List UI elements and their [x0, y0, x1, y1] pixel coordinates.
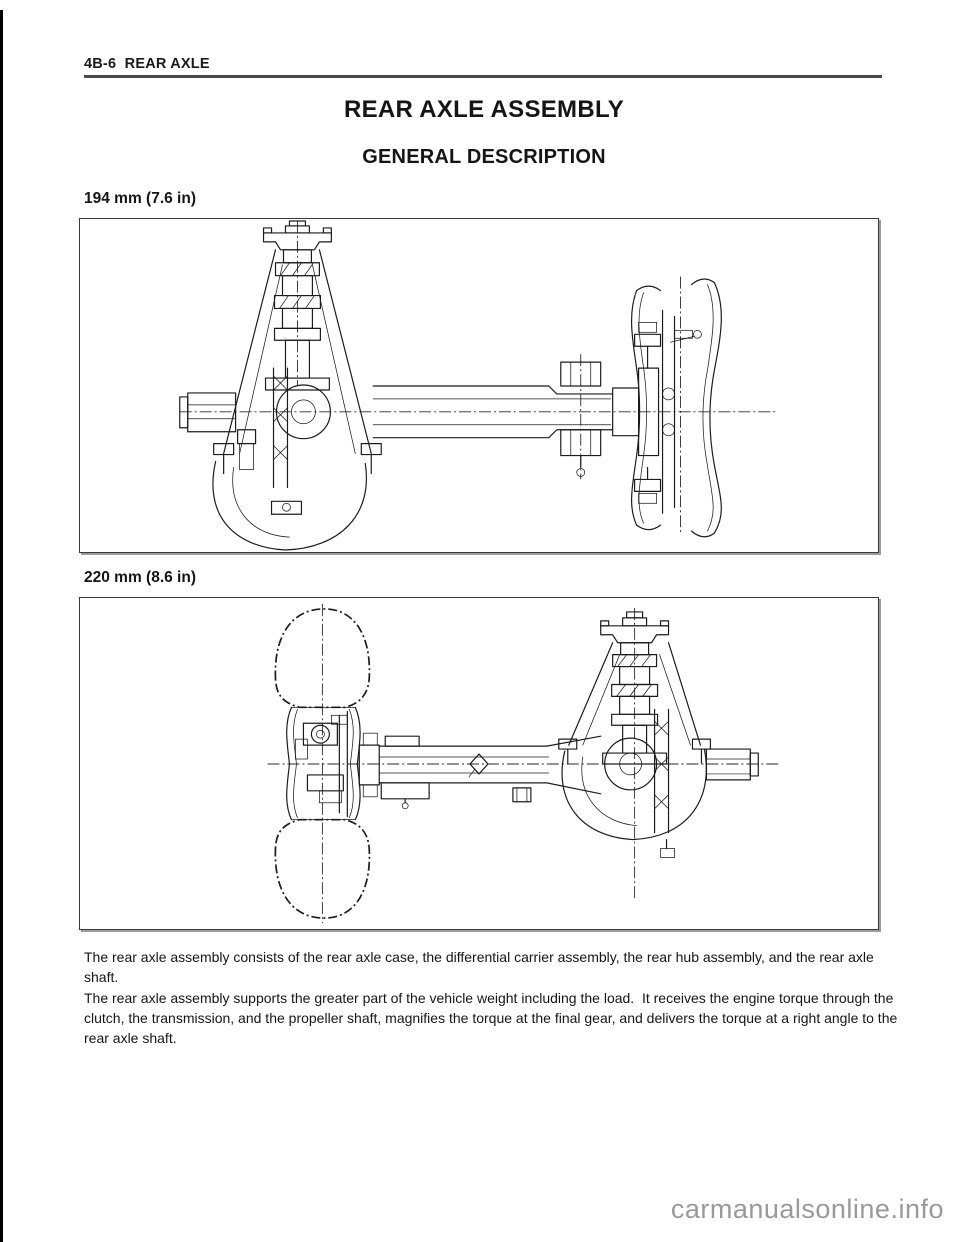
figure-2-frame: [79, 597, 879, 930]
watermark-text: carmanualsonline.info: [670, 1194, 944, 1224]
axle-stub-drawing: [179, 392, 237, 433]
wheel-hub-drawing: [612, 276, 722, 538]
description-paragraph-2: The rear axle assembly supports the grea…: [84, 990, 902, 1046]
differential-carrier-drawing: [212, 220, 382, 551]
figure-1-frame: [79, 218, 879, 553]
description-paragraph-1: The rear axle assembly consists of the r…: [84, 949, 878, 985]
scan-edge-bar: [0, 10, 3, 1242]
spring-seat-bracket-drawing: [560, 354, 602, 480]
axle-tube-drawing: [378, 735, 602, 810]
axle-stub-drawing: [705, 748, 759, 781]
figure-1-label: 194 mm (7.6 in): [84, 190, 196, 207]
header-rule: [84, 75, 882, 78]
figure-2-label: 220 mm (8.6 in): [84, 569, 196, 586]
rear-axle-drawing-194mm-icon: [179, 220, 779, 551]
page-header: 4B-6 REAR AXLE: [84, 56, 210, 72]
wheel-tire-drawing: [274, 608, 380, 919]
rear-axle-drawing-220mm-icon: [267, 603, 779, 924]
section-subtitle: GENERAL DESCRIPTION: [362, 146, 606, 168]
page-title: REAR AXLE ASSEMBLY: [343, 96, 625, 123]
differential-carrier-drawing: [558, 611, 712, 858]
